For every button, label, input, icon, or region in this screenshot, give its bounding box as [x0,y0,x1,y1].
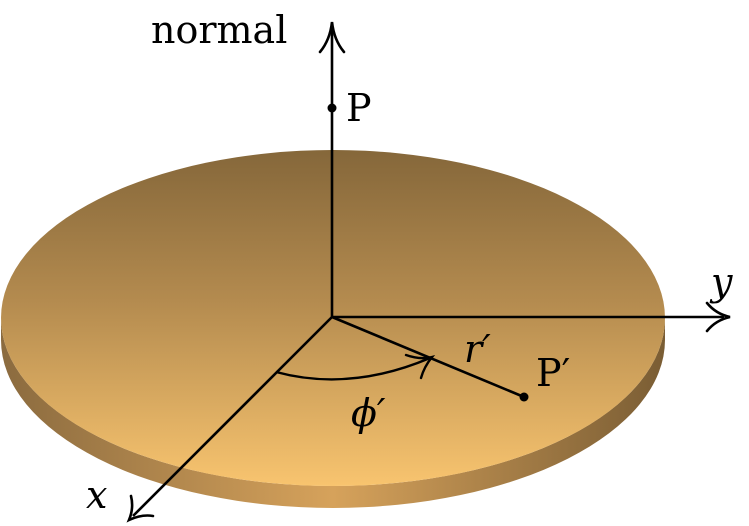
point-p-prime-label: P′ [536,351,570,395]
angle-label: ϕ′ [351,391,386,435]
radius-label: r′ [464,327,491,371]
x-arrowhead [126,494,155,523]
angle-arc [275,356,431,381]
point-p-dot [327,103,337,113]
y-arrowhead [705,301,731,333]
y-axis-label: y [709,260,733,304]
x-axis [132,316,333,517]
normal-label: normal [151,8,287,52]
x-axis-label: x [86,473,107,517]
point-p-label: P [346,86,372,130]
angle-arrowhead [404,353,436,380]
point-p-prime-dot [519,392,529,402]
normal-arrowhead [318,21,346,54]
